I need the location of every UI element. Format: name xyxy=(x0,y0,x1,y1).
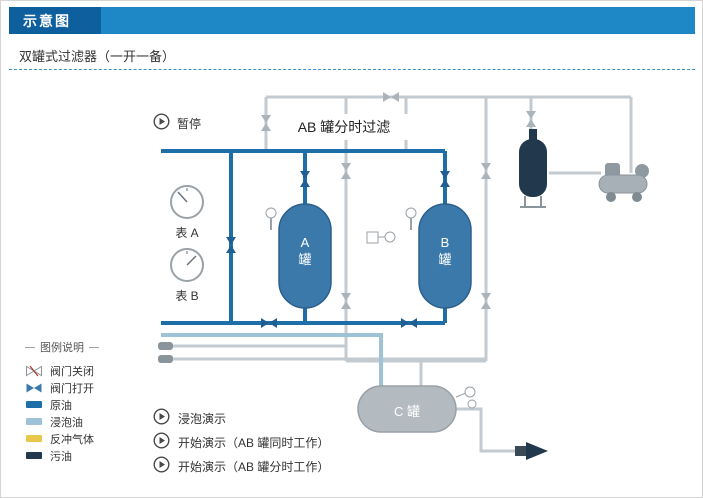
page-title: 示意图 xyxy=(9,7,101,34)
pause-button[interactable]: 暂停 xyxy=(153,113,201,133)
legend-label: 反冲气体 xyxy=(50,433,94,446)
valve-closed-icon xyxy=(25,365,43,377)
tank-c-handwheels xyxy=(455,386,477,409)
small-gauge-a xyxy=(265,207,277,230)
legend-item-soak-oil: 浸泡油 xyxy=(25,413,143,430)
tank-a-label: A 罐 xyxy=(298,235,312,267)
small-gauge-b xyxy=(405,207,417,230)
demo-button-soak[interactable]: 浸泡演示 xyxy=(153,406,329,430)
demo-button-label: 开始演示（AB 罐同时工作） xyxy=(178,435,330,450)
legend-item-dirty-oil: 污油 xyxy=(25,447,143,464)
gauge-a xyxy=(170,185,204,219)
tank-b-label: B 罐 xyxy=(438,235,452,267)
demo-button-time-division[interactable]: 开始演示（AB 罐分时工作） xyxy=(153,454,329,478)
legend-item-valve-open: 阀门打开 xyxy=(25,379,143,396)
legend-item-raw-oil: 原油 xyxy=(25,396,143,413)
legend-label: 浸泡油 xyxy=(50,416,83,429)
legend-item-valve-closed: 阀门关闭 xyxy=(25,362,143,379)
demo-controls: 浸泡演示 开始演示（AB 罐同时工作） 开始演示（AB 罐分时工作） xyxy=(153,406,329,478)
air-vessel xyxy=(519,129,547,208)
tank-b xyxy=(418,203,472,309)
demo-button-label: 开始演示（AB 罐分时工作） xyxy=(178,459,330,474)
legend-label: 阀门关闭 xyxy=(50,365,94,378)
dashed-divider xyxy=(9,69,695,70)
soak-oil-pipe xyxy=(161,333,383,387)
demo-button-label: 浸泡演示 xyxy=(178,411,227,426)
play-icon xyxy=(153,113,170,133)
legend-label: 阀门打开 xyxy=(50,382,94,395)
compressor xyxy=(598,163,649,202)
soak-oil-swatch xyxy=(26,418,42,425)
play-icon xyxy=(153,456,170,476)
gauge-b-label: 表 B xyxy=(175,289,199,303)
gauge-a-label: 表 A xyxy=(175,226,199,240)
legend: 图例说明 阀门关闭 阀门打开 原油 xyxy=(25,339,143,464)
header-bar: 示意图 xyxy=(9,7,695,34)
inlet-nozzles xyxy=(158,342,173,363)
diagram-subtitle: 双罐式过滤器（一开一备） xyxy=(19,49,176,64)
legend-label: 污油 xyxy=(50,450,72,463)
legend-item-backflush-gas: 反冲气体 xyxy=(25,430,143,447)
play-icon xyxy=(153,432,170,452)
gauge-b xyxy=(170,248,204,282)
tank-c-label: C 罐 xyxy=(393,404,420,419)
backflush-gas-swatch xyxy=(26,435,42,442)
pause-label: 暂停 xyxy=(177,116,202,131)
legend-label: 原油 xyxy=(50,399,72,412)
dirty-oil-outlet-arrow xyxy=(515,442,548,460)
diagram-mode-title: AB 罐分时过滤 xyxy=(277,114,411,140)
legend-title: 图例说明 xyxy=(25,339,143,355)
dirty-oil-swatch xyxy=(26,452,42,459)
valve-open-icon xyxy=(25,382,43,394)
flow-meter xyxy=(366,231,396,244)
demo-button-simultaneous[interactable]: 开始演示（AB 罐同时工作） xyxy=(153,430,329,454)
play-icon xyxy=(153,408,170,428)
tank-c xyxy=(357,385,457,433)
raw-oil-swatch xyxy=(26,401,42,408)
tank-a xyxy=(278,203,332,309)
